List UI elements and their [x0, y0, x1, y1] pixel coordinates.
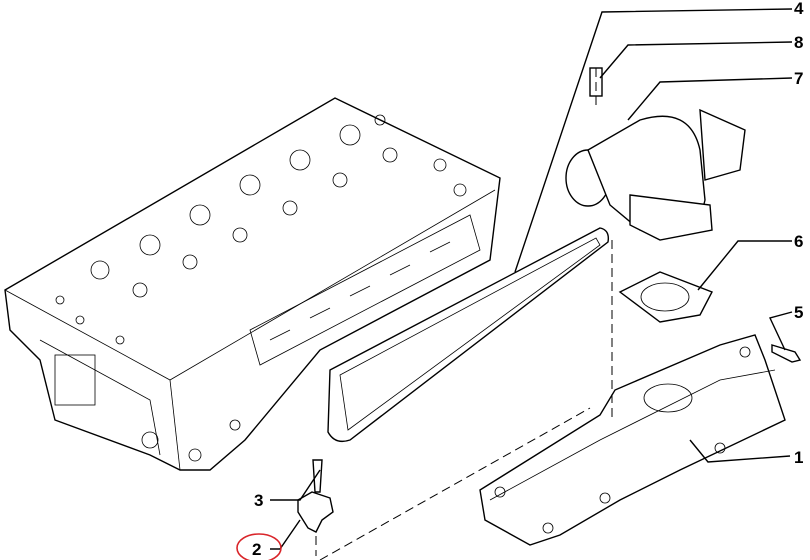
callout-5[interactable]: 5 [794, 303, 804, 322]
callout-4[interactable]: 4 [794, 0, 804, 18]
manifold-gasket [327, 227, 610, 443]
leader-lines [270, 8, 793, 550]
flange-bolt [771, 344, 802, 363]
cylinder-head [4, 97, 501, 471]
callout-1[interactable]: 1 [794, 448, 804, 467]
intake-manifold [479, 334, 786, 546]
callout-2[interactable]: 2 [252, 540, 262, 559]
flange-gasket [618, 271, 713, 323]
highlight-circle [236, 533, 282, 560]
throttle-elbow [565, 67, 746, 241]
callout-7[interactable]: 7 [794, 69, 804, 88]
callout-8[interactable]: 8 [794, 33, 804, 52]
callout-3[interactable]: 3 [254, 491, 264, 510]
sensor-assembly [297, 459, 334, 533]
callout-6[interactable]: 6 [794, 232, 804, 251]
